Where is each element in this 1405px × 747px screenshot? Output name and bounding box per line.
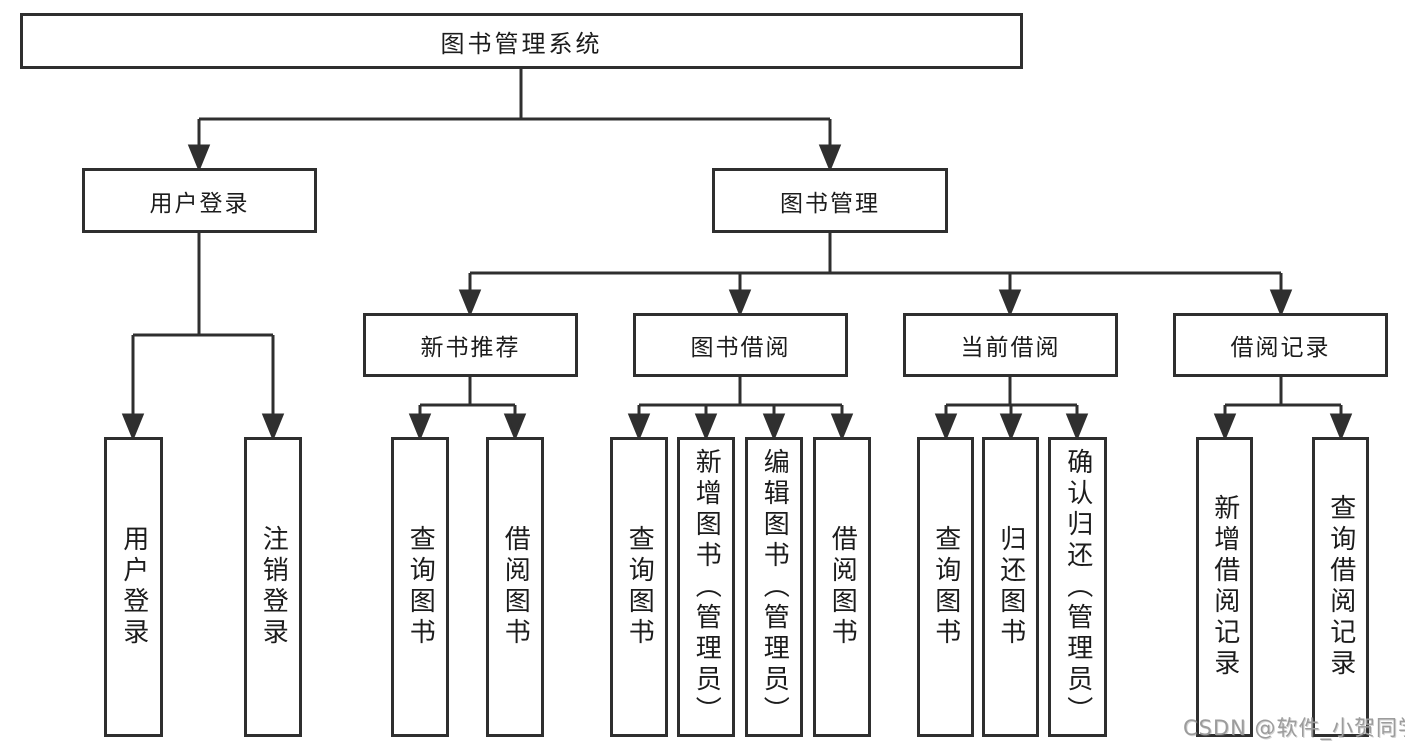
- node-current-borrow-label: 当前借阅: [960, 335, 1061, 361]
- leaf-add-book-admin-label: 新增图书（管理员）: [691, 447, 722, 727]
- node-book-borrow-label: 图书借阅: [690, 335, 791, 361]
- leaf-current-query-book-label: 查询图书: [930, 525, 961, 649]
- arrowhead-recborrow: [503, 413, 527, 441]
- connector-group: [121, 69, 1353, 441]
- leaf-confirm-return-admin-label: 确认归还（管理员）: [1062, 447, 1093, 727]
- leaf-borrow-book-label: 借阅图书: [827, 525, 858, 649]
- leaf-logout-label: 注销登录: [258, 525, 289, 649]
- arrowhead-bookmgmt: [818, 144, 842, 172]
- leaf-add-borrow-record-label: 新增借阅记录: [1209, 494, 1240, 680]
- node-root-label: 图书管理系统: [440, 29, 603, 58]
- arrowhead-curconfirm: [1065, 413, 1089, 441]
- leaf-edit-book-admin: 编辑图书（管理员）: [745, 437, 803, 737]
- arrowhead-borborrow: [830, 413, 854, 441]
- arrowhead-boradd: [694, 413, 718, 441]
- node-borrow-records-label: 借阅记录: [1230, 335, 1331, 361]
- leaf-borrow-query-book-label: 查询图书: [624, 525, 655, 649]
- arrowhead-userlogin: [187, 144, 211, 172]
- leaf-return-book-label: 归还图书: [995, 525, 1026, 649]
- leaf-borrow-book: 借阅图书: [813, 437, 871, 737]
- leaf-logout: 注销登录: [244, 437, 302, 737]
- node-user-login: 用户登录: [82, 168, 317, 233]
- node-new-book-recommend: 新书推荐: [363, 313, 578, 377]
- node-user-login-label: 用户登录: [149, 190, 250, 217]
- arrowhead-records: [1269, 289, 1293, 317]
- node-book-management-label: 图书管理: [780, 190, 880, 217]
- leaf-borrow-query-book: 查询图书: [610, 437, 668, 737]
- leaf-query-borrow-record-label: 查询借阅记录: [1325, 494, 1356, 680]
- arrowhead-logout: [261, 413, 285, 441]
- node-book-management: 图书管理: [712, 168, 948, 233]
- leaf-recommend-query-book: 查询图书: [391, 437, 449, 737]
- leaf-edit-book-admin-label: 编辑图书（管理员）: [759, 447, 790, 727]
- leaf-current-query-book: 查询图书: [917, 437, 974, 737]
- node-book-borrow: 图书借阅: [633, 313, 848, 377]
- node-root: 图书管理系统: [20, 13, 1023, 69]
- leaf-recommend-borrow-book-label: 借阅图书: [500, 525, 531, 649]
- leaf-confirm-return-admin: 确认归还（管理员）: [1048, 437, 1107, 737]
- node-borrow-records: 借阅记录: [1173, 313, 1388, 377]
- leaf-add-borrow-record: 新增借阅记录: [1196, 437, 1253, 737]
- arrowhead-borquery: [627, 413, 651, 441]
- leaf-user-login-label: 用户登录: [118, 525, 149, 649]
- leaf-add-book-admin: 新增图书（管理员）: [677, 437, 735, 737]
- leaf-return-book: 归还图书: [982, 437, 1039, 737]
- arrowhead-curquery: [934, 413, 958, 441]
- arrowhead-recquery: [408, 413, 432, 441]
- arrowhead-bookborrow: [728, 289, 752, 317]
- arrowhead-curreturn: [999, 413, 1023, 441]
- arrowhead-recaddrecord: [1213, 413, 1237, 441]
- leaf-recommend-query-book-label: 查询图书: [405, 525, 436, 649]
- arrowhead-curborrow: [998, 289, 1022, 317]
- arrowhead-recqueryrecord: [1329, 413, 1353, 441]
- watermark: CSDN @软件_小贺同学: [1183, 716, 1405, 740]
- arrowhead-boredit: [762, 413, 786, 441]
- leaf-query-borrow-record: 查询借阅记录: [1312, 437, 1369, 737]
- node-current-borrow: 当前借阅: [903, 313, 1118, 377]
- arrowhead-login: [121, 413, 145, 441]
- node-new-book-recommend-label: 新书推荐: [420, 335, 521, 361]
- arrowhead-newrec: [458, 289, 482, 317]
- leaf-recommend-borrow-book: 借阅图书: [486, 437, 544, 737]
- leaf-user-login: 用户登录: [104, 437, 163, 737]
